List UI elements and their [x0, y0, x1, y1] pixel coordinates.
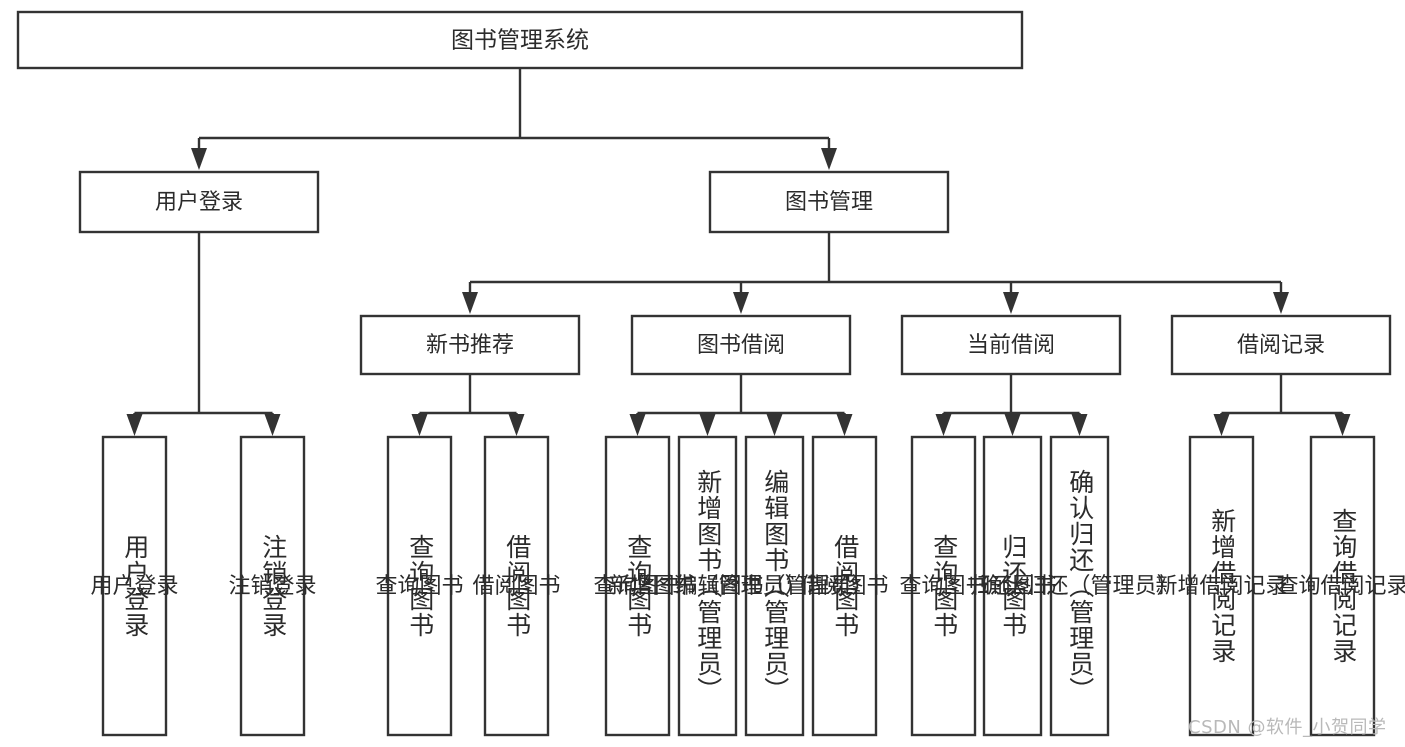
leaf-node-3-label: 借阅图书	[472, 574, 560, 599]
arrow-head-icon	[821, 148, 837, 170]
node-level3-3-box[interactable]	[1170, 314, 1392, 376]
arrow-head-icon	[1273, 292, 1289, 314]
root-node-box[interactable]	[16, 10, 1024, 70]
leaf-node-4-box[interactable]	[604, 435, 671, 737]
leaf-node-8-box[interactable]	[910, 435, 977, 737]
boxes-layer	[16, 10, 1392, 737]
leaf-node-2-label: 查询图书	[375, 574, 463, 599]
arrow-head-icon	[1213, 414, 1230, 436]
arrow-head-icon	[1334, 414, 1351, 436]
arrow-head-icon	[1071, 414, 1088, 436]
leaf-node-5-label: 新增图书（管理员）	[608, 574, 806, 599]
node-level3-0-box[interactable]	[359, 314, 581, 376]
arrow-head-icon	[836, 414, 853, 436]
leaf-node-11-box[interactable]	[1188, 435, 1255, 737]
leaf-node-6-label: 编辑图书（管理员）	[675, 574, 873, 599]
leaf-node-1-label: 注销登录	[228, 574, 316, 599]
leaf-node-12-box[interactable]	[1309, 435, 1376, 737]
leaf-node-9-label: 归还图书	[968, 574, 1056, 599]
node-level2-0-box[interactable]	[78, 170, 320, 234]
node-level3-1-box[interactable]	[630, 314, 852, 376]
leaf-node-12-label: 查询借阅记录	[1276, 574, 1405, 599]
leaf-node-10-label: 确认归还（管理员）	[980, 574, 1178, 599]
leaf-node-0-box[interactable]	[101, 435, 168, 737]
labels-layer: 图书管理系统用户登录图书管理新书推荐图书借阅当前借阅借阅记录用户登录注销登录查询…	[90, 28, 1405, 600]
connectors-layer	[126, 68, 1351, 436]
arrow-head-icon	[264, 414, 281, 436]
leaf-node-10-box[interactable]	[1049, 435, 1110, 737]
leaf-node-7-box[interactable]	[811, 435, 878, 737]
node-level3-2-box[interactable]	[900, 314, 1122, 376]
node-level3-2-label: 当前借阅	[967, 333, 1055, 358]
arrow-head-icon	[1004, 414, 1021, 436]
watermark-text: CSDN @软件_小贺同学	[1188, 717, 1387, 738]
node-level2-0-label: 用户登录	[155, 190, 243, 215]
leaf-node-1-box[interactable]	[239, 435, 306, 737]
leaf-node-5-box[interactable]	[677, 435, 738, 737]
arrow-head-icon	[191, 148, 207, 170]
node-level3-1-label: 图书借阅	[697, 333, 785, 358]
node-level3-3-label: 借阅记录	[1237, 333, 1325, 358]
leaf-node-2-box[interactable]	[386, 435, 453, 737]
arrow-head-icon	[411, 414, 428, 436]
leaf-node-4-label: 查询图书	[593, 574, 681, 599]
leaf-node-9-box[interactable]	[982, 435, 1043, 737]
arrow-head-icon	[766, 414, 783, 436]
node-level2-1-label: 图书管理	[785, 190, 873, 215]
leaf-node-7-label: 借阅图书	[800, 574, 888, 599]
arrow-head-icon	[462, 292, 478, 314]
arrow-head-icon	[629, 414, 646, 436]
node-level3-0-label: 新书推荐	[426, 333, 514, 358]
arrow-head-icon	[126, 414, 143, 436]
leaf-node-11-label: 新增借阅记录	[1155, 574, 1287, 599]
arrow-head-icon	[1003, 292, 1019, 314]
root-node-label: 图书管理系统	[451, 28, 589, 54]
arrow-head-icon	[699, 414, 716, 436]
leaf-node-8-label: 查询图书	[899, 574, 987, 599]
arrow-head-icon	[733, 292, 749, 314]
arrow-head-icon	[508, 414, 525, 436]
leaf-node-3-box[interactable]	[483, 435, 550, 737]
arrow-head-icon	[935, 414, 952, 436]
node-level2-1-box[interactable]	[708, 170, 950, 234]
leaf-node-0-label: 用户登录	[90, 574, 178, 599]
leaf-node-6-box[interactable]	[744, 435, 805, 737]
